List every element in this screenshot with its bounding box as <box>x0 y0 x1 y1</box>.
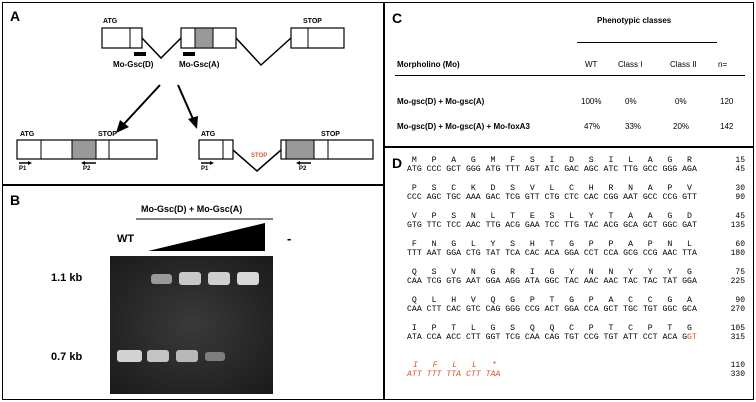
col-wt: WT <box>585 60 598 69</box>
row1-wt: 100% <box>581 97 602 106</box>
column-rule <box>395 75 745 76</box>
panel-b: B Mo-Gsc(D) + Mo-Gsc(A) WT - <box>2 185 384 400</box>
stop-label: STOP <box>303 18 322 25</box>
exon2-gray-region <box>194 27 214 49</box>
seq-last-aa-count: 110 <box>730 361 745 370</box>
seq-red-gt: GT <box>687 333 697 342</box>
row1-class1: 0% <box>625 97 637 106</box>
treatment-label: Mo-Gsc(D) + Mo-Gsc(A) <box>141 204 243 214</box>
seq-nt-line-5: CAA TCG GTG AAT GGA AGG ATA GGC TAC AAC … <box>407 277 697 286</box>
atg-label-right: ATG <box>201 131 216 138</box>
seq-aa-line-7: I P T L G S Q Q C P T C P T G <box>407 324 692 333</box>
seq-aa-line-2: P S C K D S V L C H R N A P V <box>407 184 692 193</box>
seq-aa-line-5: Q S V N G R I G Y N N Y Y Y G <box>407 268 692 277</box>
row2-n: 142 <box>720 122 734 131</box>
panel-c: C Phenotypic classes Morpholino (Mo) WT … <box>384 2 754 147</box>
col-morpholino: Morpholino (Mo) <box>397 60 460 69</box>
p1-label-left: P1 <box>19 166 27 172</box>
seq-nt-line-7: ATA CCA ACC CTT GGT TCG CAA CAG TGT CCG … <box>407 333 688 342</box>
row1-class2: 0% <box>675 97 687 106</box>
seq-aa-count-2: 30 <box>735 184 745 193</box>
row1-n: 120 <box>720 97 734 106</box>
size-0-7kb: 0.7 kb <box>51 351 83 363</box>
negative-lane-label: - <box>287 231 292 246</box>
seq-nt-count-2: 90 <box>735 193 745 202</box>
seq-aa-count-5: 75 <box>735 268 745 277</box>
seq-nt-line-3: GTG TTC TCC AAC TTG ACG GAA TCC TTG TAC … <box>407 221 697 230</box>
col-class2: Class II <box>670 60 697 69</box>
intron2-line <box>235 37 292 67</box>
seq-aa-count-1: 15 <box>735 156 745 165</box>
row2-class1: 33% <box>625 122 642 131</box>
header-rule <box>577 42 717 43</box>
arrow-left <box>116 120 129 133</box>
seq-nt-count-5: 225 <box>730 277 745 286</box>
seq-nt-count-1: 45 <box>735 165 745 174</box>
col-class1: Class I <box>618 60 643 69</box>
p1-label-right: P1 <box>201 166 209 172</box>
col-n: n= <box>718 60 728 69</box>
gene-structure-diagram <box>16 27 374 172</box>
panel-a: A <box>2 2 384 185</box>
seq-nt-count-7: 315 <box>730 333 745 342</box>
transcript-spliced-exon1 <box>198 139 234 160</box>
arrow-right <box>188 116 198 129</box>
panel-b-label: B <box>10 192 21 208</box>
atg-label: ATG <box>103 18 118 25</box>
seq-nt-line-1: ATG CCC GCT GGG ATG TTT AGT ATC GAC AGC … <box>407 165 697 174</box>
p2-label-right: P2 <box>299 166 307 172</box>
size-1-1kb: 1.1 kb <box>51 272 83 284</box>
seq-nt-line-6: CAA CTT CAC GTC CAG GGG CCG ACT GGA CCA … <box>407 305 697 314</box>
mo-a-label: Mo-Gsc(A) <box>179 60 220 69</box>
row2-class2: 20% <box>673 122 690 131</box>
panel-a-label: A <box>10 8 21 24</box>
mo-d-bar <box>134 52 146 56</box>
seq-aa-line-6: Q L H V Q G P T G P A C C G A <box>407 296 692 305</box>
atg-label-left: ATG <box>20 131 35 138</box>
seq-nt-line-4: TTT AAT GGA CTG TAT TCA CAC ACA GGA CCT … <box>407 249 697 258</box>
seq-aa-count-6: 90 <box>735 296 745 305</box>
stop-label-right: STOP <box>321 131 340 138</box>
seq-nt-count-4: 180 <box>730 249 745 258</box>
row1-morpholino: Mo-gsc(D) + Mo-gsc(A) <box>397 97 485 106</box>
exon3-box <box>290 27 345 49</box>
seq-aa-count-7: 105 <box>730 324 745 333</box>
exon1-box <box>101 27 143 49</box>
seq-red-nt: ATT TTT TTA CTT TAA <box>407 370 501 379</box>
dose-wedge <box>148 223 265 251</box>
p2-label-left: P2 <box>83 166 91 172</box>
seq-aa-count-4: 60 <box>735 240 745 249</box>
seq-aa-line-1: M P A G M F S I D S I L A G R <box>407 156 692 165</box>
wt-lane-label: WT <box>117 233 135 245</box>
seq-last-nt-count: 330 <box>730 370 745 379</box>
seq-aa-line-3: V P S N L T E S L Y T A A G D <box>407 212 692 221</box>
panel-d-label: D <box>392 155 403 171</box>
stop-label-left: STOP <box>98 131 117 138</box>
row2-wt: 47% <box>584 122 601 131</box>
seq-red-aa: I F L L * <box>413 361 497 370</box>
premature-stop-label: STOP <box>251 153 268 159</box>
mo-d-label: Mo-Gsc(D) <box>113 60 154 69</box>
seq-aa-count-3: 45 <box>735 212 745 221</box>
gel-figure <box>110 218 273 394</box>
row2-morpholino: Mo-gsc(D) + Mo-gsc(A) + Mo-foxA3 <box>397 122 530 131</box>
intron1-line <box>141 37 182 60</box>
mo-a-bar <box>183 52 195 56</box>
panel-d: D M P A G M F S I D S I L A G R 15 ATG C… <box>384 147 754 400</box>
seq-aa-line-4: F N G L Y S H T G P P A P N L <box>407 240 692 249</box>
seq-nt-line-2: CCC AGC TGC AAA GAC TCG GTT CTG CTC CAC … <box>407 193 697 202</box>
phenotypic-classes-header: Phenotypic classes <box>597 16 672 25</box>
seq-nt-count-3: 135 <box>730 221 745 230</box>
panel-c-label: C <box>392 10 403 26</box>
seq-nt-count-6: 270 <box>730 305 745 314</box>
